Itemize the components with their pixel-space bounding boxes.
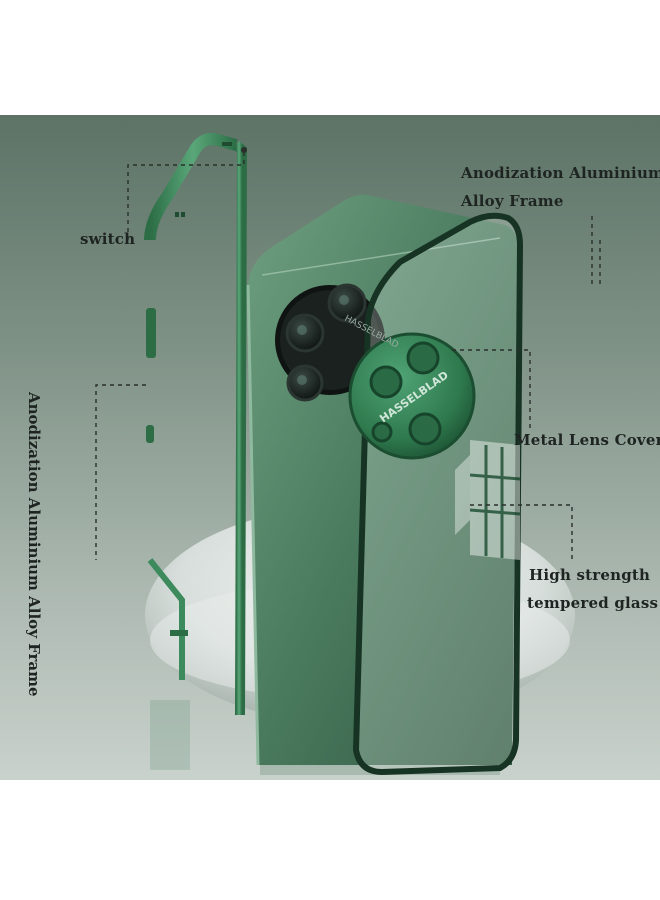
frame-label-line2: Alloy Frame — [461, 192, 564, 210]
callout-lines — [95, 152, 601, 560]
phone-body — [246, 194, 518, 766]
glass-reflection — [455, 440, 521, 560]
lens-cover-label: Metal Lens Cover — [514, 431, 660, 449]
glass-label-line1: High strength — [529, 566, 651, 584]
glass-back-case — [348, 212, 524, 776]
glass-label-line2: tempered glass — [527, 594, 659, 612]
frame-label-line1: Anodization Aluminium — [461, 164, 660, 182]
switch-label: switch — [80, 230, 136, 248]
frame-vertical-label: Anodization Aluminium Alloy Frame — [25, 392, 43, 697]
